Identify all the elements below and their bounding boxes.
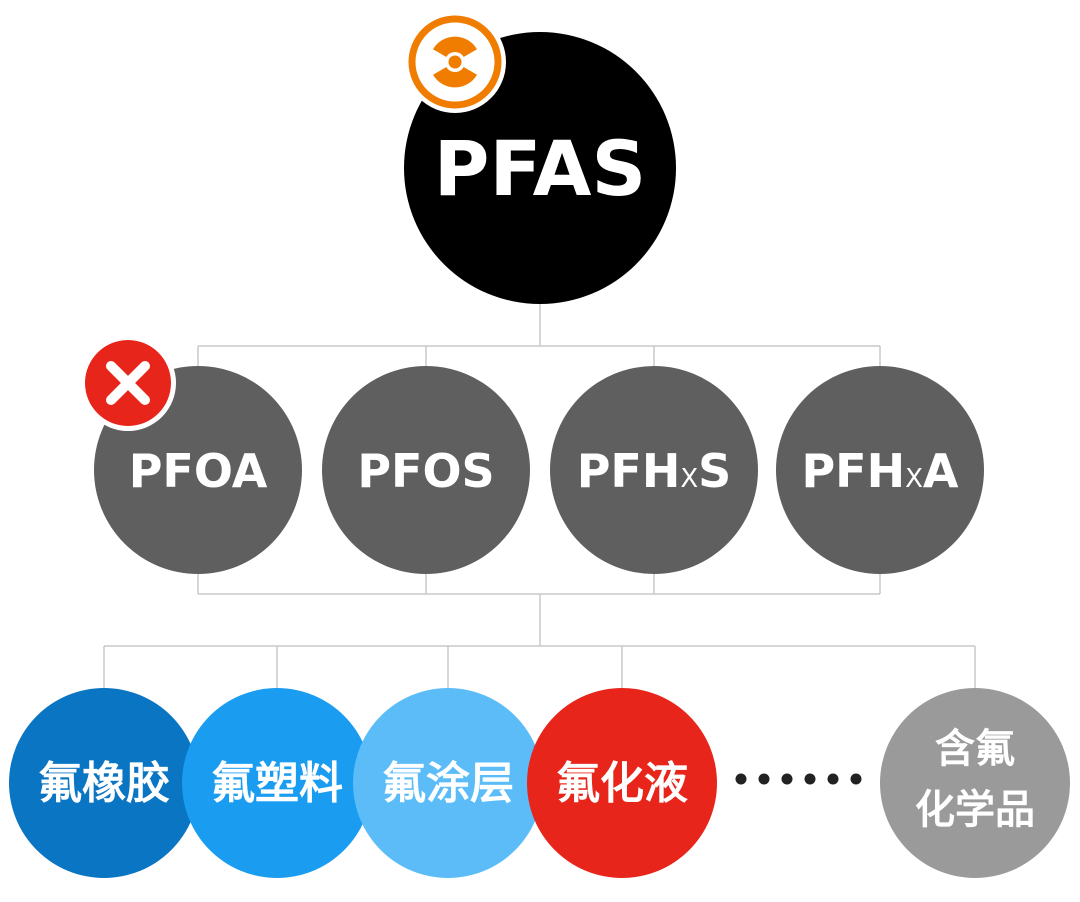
ellipsis-dots	[735, 773, 862, 785]
level2-node-label: PFHXA	[801, 444, 958, 498]
level2-node-pfhxa: PFHXA	[776, 366, 984, 574]
root-node: PFAS	[404, 11, 676, 304]
level3-node-fluoro-chemicals: 含氟 化学品	[880, 688, 1070, 878]
level2-node-label: PFOA	[129, 444, 268, 498]
level2-node-circle	[776, 366, 984, 574]
level3-node-circle	[353, 688, 543, 878]
level3-node-label: 氟塑料	[211, 758, 343, 809]
level3-node-fluoro-plastic: 氟塑料	[182, 688, 372, 878]
level2-node-label: PFHXS	[577, 444, 732, 498]
level3-node-fluoro-rubber: 氟橡胶	[9, 688, 199, 878]
level3-node-label: 氟涂层	[382, 758, 514, 809]
level3-node-label-line1: 含氟	[935, 726, 1015, 772]
close-icon	[80, 335, 176, 431]
radiation-icon	[404, 11, 506, 113]
level3-node-circle	[880, 688, 1070, 878]
level3-node-circle	[182, 688, 372, 878]
level2-node-pfos: PFOS	[322, 366, 530, 574]
level3-node-circle	[527, 688, 717, 878]
root-node-label: PFAS	[434, 124, 646, 213]
level2-node-label: PFOS	[357, 444, 494, 498]
level2-node-circle	[550, 366, 758, 574]
level3-node-label-line2: 化学品	[915, 787, 1035, 833]
level2-node-pfhxs: PFHXS	[550, 366, 758, 574]
level3-node-circle	[9, 688, 199, 878]
level2-node-pfoa: PFOA	[80, 335, 302, 574]
level3-node-fluoro-liquid: 氟化液	[527, 688, 717, 878]
level2-node-circle	[322, 366, 530, 574]
level3-node-fluoro-coating: 氟涂层	[353, 688, 543, 878]
level3-node-label: 氟化液	[556, 758, 688, 809]
connector-lines	[103, 300, 976, 690]
subscript-x: X	[680, 464, 698, 494]
subscript-x: X	[905, 464, 923, 494]
level3-node-label: 氟橡胶	[38, 758, 170, 809]
